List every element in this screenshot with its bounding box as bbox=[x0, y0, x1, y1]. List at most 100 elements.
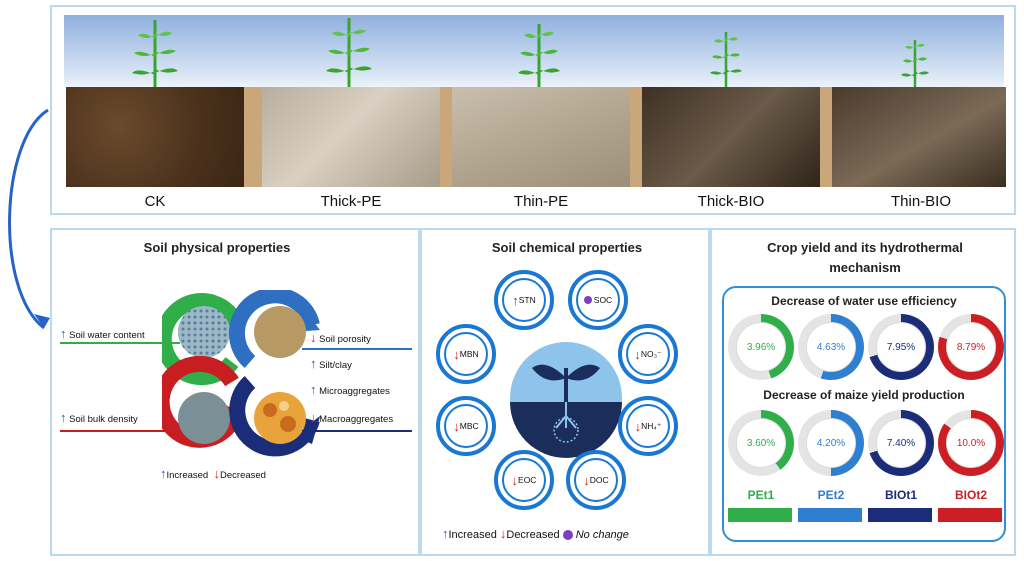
label-silt-clay: ↑ Silt/clay bbox=[310, 356, 352, 371]
soil-porosity-text: Soil porosity bbox=[319, 334, 371, 345]
no-change-icon bbox=[583, 296, 592, 304]
plant-icon bbox=[132, 20, 178, 87]
yield-gauge-row: 3.60% 4.20% 7.40% 10.0% bbox=[728, 410, 1008, 480]
legend-decreased-text: Decreased bbox=[506, 529, 560, 541]
label-microaggregates: ↑ Microaggregates bbox=[310, 382, 390, 397]
plant-icon bbox=[710, 32, 742, 87]
wue-gauge-value: 3.96% bbox=[737, 323, 785, 371]
connector-line bbox=[302, 348, 412, 350]
connector-line bbox=[60, 342, 180, 344]
decrease-arrow-icon: ↓ bbox=[511, 472, 519, 488]
group-label-biot1: BIOt1 bbox=[884, 488, 917, 502]
chem-item-eoc: ↓EOC bbox=[494, 450, 554, 510]
plant-icon bbox=[518, 24, 560, 87]
increase-arrow-icon: ↑ bbox=[310, 356, 317, 371]
wue-gauge-value: 7.95% bbox=[877, 323, 925, 371]
treatment-label-thin-bio: Thin-BIO bbox=[890, 193, 951, 210]
sky-band bbox=[64, 15, 1004, 87]
legend-nochange-text: No change bbox=[575, 529, 629, 541]
chem-label: MBC bbox=[459, 421, 479, 431]
yield-gauge-biot2: 10.0% bbox=[938, 410, 1004, 476]
chem-label: DOC bbox=[589, 475, 609, 485]
chem-label: SOC bbox=[593, 295, 613, 305]
aggregate-cycle-graphic bbox=[162, 290, 320, 457]
soil-photo-thin-pe bbox=[452, 87, 630, 187]
group-legend-row: PEt1 PEt2 BIOt1 BIOt2 bbox=[728, 488, 1008, 532]
physical-title: Soil physical properties bbox=[143, 240, 291, 255]
connector-line bbox=[60, 430, 180, 432]
physical-panel: Soil physical properties ↑ Soil water co… bbox=[50, 228, 420, 556]
connector-line bbox=[302, 430, 412, 432]
plant-icon bbox=[326, 18, 372, 87]
yield-gauge-value: 7.40% bbox=[877, 419, 925, 467]
increase-arrow-icon: ↑ bbox=[60, 326, 67, 341]
legend-increased-text: Increased bbox=[448, 529, 497, 541]
decrease-arrow-icon: ↓ bbox=[634, 418, 642, 434]
increase-arrow-icon: ↑ bbox=[60, 410, 67, 425]
increase-arrow-icon: ↑ bbox=[442, 526, 449, 541]
wue-gauge-pet2: 4.63% bbox=[798, 314, 864, 380]
treatment-label-thick-pe: Thick-PE bbox=[320, 193, 382, 210]
soil-gap bbox=[820, 87, 832, 187]
soil-water-content-text: Soil water content bbox=[69, 330, 145, 341]
decrease-arrow-icon: ↓ bbox=[499, 526, 507, 541]
wue-gauge-pet1: 3.96% bbox=[728, 314, 794, 380]
chem-label: MBN bbox=[459, 349, 479, 359]
soil-photo-thin-bio bbox=[832, 87, 1006, 187]
treatment-label-ck: CK bbox=[144, 193, 166, 210]
macroaggregates-text: Macroaggregates bbox=[319, 414, 394, 425]
yield-title-line2: mechanism bbox=[829, 260, 901, 275]
treatment-label-thick-bio: Thick-BIO bbox=[697, 193, 765, 210]
physical-legend: ↑Increased ↓Decreased bbox=[160, 466, 266, 481]
decrease-arrow-icon: ↓ bbox=[453, 418, 460, 434]
increase-arrow-icon: ↑ bbox=[160, 466, 167, 481]
chem-item-doc: ↓DOC bbox=[566, 450, 626, 510]
label-macroaggregates: ↓ Macroaggregates bbox=[310, 410, 393, 425]
group-label-pet1: PEt1 bbox=[747, 488, 775, 502]
microaggregates-text: Microaggregates bbox=[319, 386, 390, 397]
group-label-pet2: PEt2 bbox=[817, 488, 845, 502]
group-color-bar bbox=[728, 508, 792, 522]
soil-photo-ck bbox=[66, 87, 244, 187]
chem-label: NH₄⁺ bbox=[641, 420, 662, 431]
decrease-arrow-icon: ↓ bbox=[453, 346, 460, 362]
yield-title-line1: Crop yield and its hydrothermal bbox=[767, 240, 963, 255]
soil-photo-thick-bio bbox=[642, 87, 820, 187]
wue-gauge-value: 8.79% bbox=[947, 323, 995, 371]
decrease-arrow-icon: ↓ bbox=[213, 466, 221, 481]
decrease-arrow-icon: ↓ bbox=[310, 330, 317, 345]
no-change-icon bbox=[562, 530, 573, 541]
soil-gap bbox=[630, 87, 642, 187]
wue-gauge-biot1: 7.95% bbox=[868, 314, 934, 380]
label-soil-porosity: ↓ Soil porosity bbox=[310, 330, 371, 345]
silt-clay-text: Silt/clay bbox=[319, 360, 352, 371]
chem-item-no3: ↓NO₃⁻ bbox=[618, 324, 678, 384]
wue-gauge-row: 3.96% 4.63% 7.95% 8.79% bbox=[728, 314, 1008, 384]
label-soil-water-content: ↑ Soil water content bbox=[60, 326, 145, 341]
yield-gauge-biot1: 7.40% bbox=[868, 410, 934, 476]
yield-panel: Crop yield and its hydrothermal mechanis… bbox=[710, 228, 1016, 556]
group-label-biot2: BIOt2 bbox=[954, 488, 987, 502]
chem-item-stn: ↑STN bbox=[494, 270, 554, 330]
seedling-center-icon bbox=[510, 342, 622, 458]
yield-gauge-pet1: 3.60% bbox=[728, 410, 794, 476]
chem-item-mbn: ↓MBN bbox=[436, 324, 496, 384]
chem-label: NO₃⁻ bbox=[640, 348, 662, 359]
legend-decreased-text: Decreased bbox=[220, 470, 266, 481]
group-color-bar bbox=[868, 508, 932, 522]
group-color-bar bbox=[798, 508, 862, 522]
soil-gap bbox=[244, 87, 262, 187]
increase-arrow-icon: ↑ bbox=[310, 382, 317, 397]
yield-gauge-pet2: 4.20% bbox=[798, 410, 864, 476]
soil-bulk-density-text: Soil bulk density bbox=[69, 414, 138, 425]
chemical-panel: Soil chemical properties ↑STN SOC ↓NO₃⁻ … bbox=[420, 228, 710, 556]
increase-arrow-icon: ↑ bbox=[512, 292, 519, 308]
yield-prod-title: Decrease of maize yield production bbox=[763, 388, 965, 402]
label-soil-bulk-density: ↑ Soil bulk density bbox=[60, 410, 138, 425]
decrease-arrow-icon: ↓ bbox=[310, 410, 317, 425]
chemical-title: Soil chemical properties bbox=[491, 240, 643, 255]
chemical-legend: ↑Increased ↓Decreased No change bbox=[442, 526, 629, 541]
yield-inner-box bbox=[722, 286, 1006, 542]
soil-gap bbox=[440, 87, 452, 187]
yield-gauge-value: 4.20% bbox=[807, 419, 855, 467]
